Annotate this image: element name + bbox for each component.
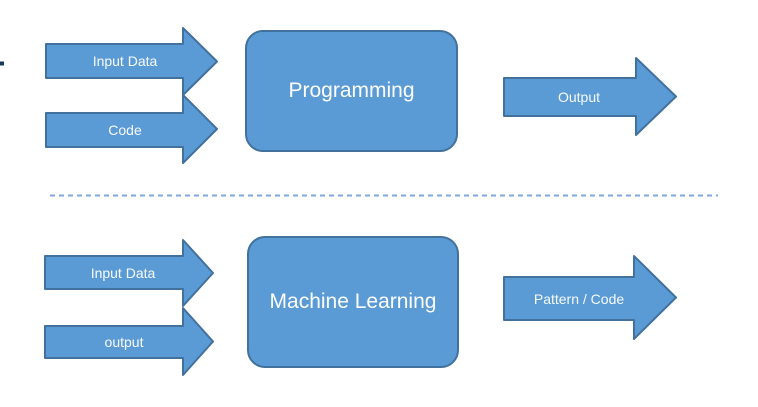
output-arrow (503, 57, 677, 136)
output-arrow-bottom (44, 307, 214, 376)
programming-box-label: Programming (288, 79, 415, 102)
machine-learning-box-label: Machine Learning (269, 290, 437, 313)
code-arrow (45, 94, 218, 164)
input-data-arrow-bottom (44, 239, 214, 307)
pattern-code-arrow (503, 255, 677, 340)
left-edge-bullet-mark (0, 61, 4, 66)
programming-process-box: Programming (245, 30, 458, 152)
machine-learning-process-box: Machine Learning (247, 236, 459, 368)
input-data-arrow-top (45, 27, 218, 96)
